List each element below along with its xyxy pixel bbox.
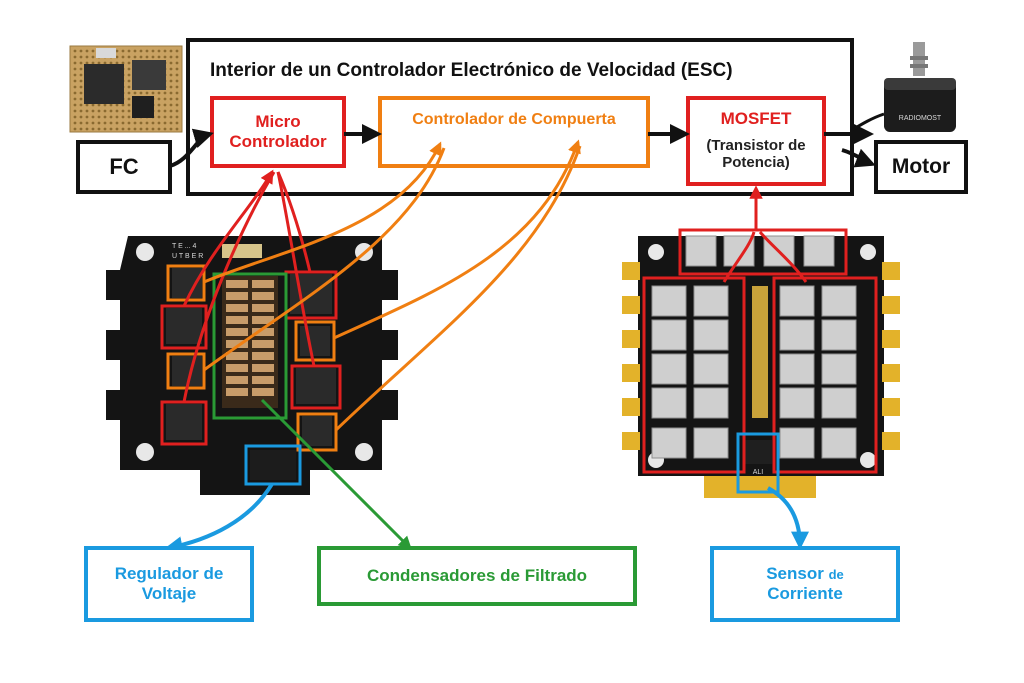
highlight-current-sensor: [736, 432, 780, 494]
microcontroller-box: [210, 96, 346, 168]
sensor-label-small: de: [828, 567, 844, 583]
right-pcb-silk: ALI: [753, 469, 764, 476]
capacitors-box: [317, 546, 637, 606]
sensor-label-end: Corriente: [767, 584, 843, 603]
capacitors-label: Condensadores de Filtrado: [366, 566, 588, 586]
orange-link-3: [333, 139, 581, 340]
motor-brand-text: RADIOMOST: [899, 115, 942, 122]
green-link: [260, 398, 412, 550]
highlight-mosfet-top: [678, 228, 848, 276]
fc-box: [76, 140, 172, 194]
highlight-mosfet-left: [642, 276, 746, 474]
orange-link-4: [334, 145, 582, 432]
red-link-mosfet-2: [722, 231, 756, 283]
mosfet-label: MOSFET: [720, 109, 792, 129]
regulator-label: Regulador de Voltaje: [114, 564, 224, 603]
red-link-3: [276, 171, 312, 273]
arrow-fc-to-micro: [169, 128, 214, 168]
right-pcb: ALI: [622, 235, 900, 498]
red-link-1: [182, 169, 274, 307]
mosfet-box: [686, 96, 826, 186]
mosfet-sublabel: (Transistor de Potencia): [706, 136, 806, 171]
highlight-micro-4: [290, 364, 342, 410]
current-sensor-label: Sensor de Corriente: [712, 548, 898, 620]
gate-driver-box: [378, 96, 650, 168]
orange-link-1: [203, 141, 442, 284]
highlight-gate-4: [296, 412, 338, 452]
blue-link-sensor: [767, 486, 809, 550]
red-link-2: [182, 171, 276, 403]
gate-driver-label: Controlador de Compuerta: [412, 110, 616, 128]
blue-link-regulator: [164, 482, 274, 555]
sensor-label-main: Sensor: [766, 564, 824, 584]
left-pcb-silk-1: T E ... 4: [172, 243, 196, 250]
esc-outline-box: [186, 38, 854, 196]
brushless-motor-icon: RADIOMOST: [884, 42, 956, 132]
highlight-gate-3: [294, 320, 336, 362]
microcontroller-label: Micro Controlador: [229, 112, 327, 151]
capacitor-bank: [222, 276, 278, 408]
highlight-capacitors: [212, 272, 288, 420]
arrow-mosfet-to-motor-2: [841, 148, 876, 168]
motor-box: [874, 140, 968, 194]
orange-link-2: [203, 147, 446, 372]
diagram-title: Interior de un Controlador Electrónico d…: [210, 60, 733, 82]
fc-label: FC: [109, 154, 139, 180]
regulator-box: [84, 546, 254, 622]
highlight-regulator: [244, 444, 302, 486]
red-link-mosfet-3: [758, 231, 808, 283]
arrow-motor-mount: [851, 112, 885, 132]
motor-label: Motor: [891, 154, 951, 178]
left-pcb-silk-2: U T B E R: [172, 253, 203, 260]
sensor-box: [710, 546, 900, 622]
red-link-4: [276, 171, 316, 367]
flight-controller-board-icon: [69, 45, 183, 133]
highlight-mosfet-right: [772, 276, 878, 474]
